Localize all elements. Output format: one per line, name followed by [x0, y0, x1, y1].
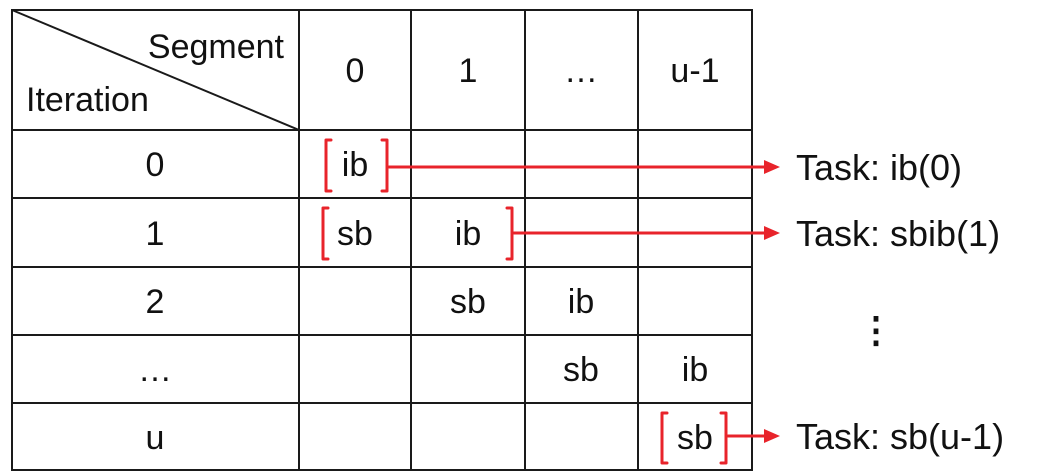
table-grid	[11, 9, 753, 471]
vertical-ellipsis: ⋮	[858, 309, 894, 350]
row-labels: 0 1 2 … u	[138, 146, 172, 457]
table-cell: ib	[455, 215, 481, 253]
arrow-head	[764, 160, 780, 174]
row-label: 0	[146, 146, 165, 184]
highlight-brackets	[321, 138, 728, 465]
column-header: u-1	[670, 52, 719, 90]
row-label: u	[146, 419, 165, 457]
left-bracket	[321, 206, 330, 261]
task-label: Task: ib(0)	[796, 147, 962, 188]
task-arrows	[387, 160, 780, 443]
table-cell: ib	[682, 351, 708, 389]
column-headers: 0 1 … u-1	[346, 52, 720, 90]
table-cell: sb	[677, 419, 713, 457]
left-bracket	[660, 411, 669, 465]
right-bracket	[380, 138, 389, 193]
table-cell: ib	[568, 283, 594, 321]
task-label: Task: sb(u-1)	[796, 416, 1004, 457]
table-cell: sb	[337, 215, 373, 253]
row-label: 1	[146, 215, 165, 253]
task-label: Task: sbib(1)	[796, 213, 1000, 254]
column-axis-label: Segment	[148, 28, 285, 66]
left-bracket	[324, 138, 333, 193]
row-label: 2	[146, 283, 165, 321]
row-label: …	[138, 351, 172, 389]
table-cell: sb	[450, 283, 486, 321]
arrow-head	[764, 429, 780, 443]
table-cell: sb	[563, 351, 599, 389]
task-labels: Task: ib(0) Task: sbib(1) Task: sb(u-1)	[796, 147, 1004, 457]
column-header: 1	[459, 52, 478, 90]
column-header: 0	[346, 52, 365, 90]
arrow-head	[764, 226, 780, 240]
column-header: …	[564, 52, 598, 90]
table-cells: ib sb ib sb ib sb ib sb	[337, 146, 713, 457]
row-axis-label: Iteration	[26, 81, 149, 119]
table-border	[11, 9, 753, 471]
right-bracket	[505, 206, 514, 261]
table-cell: ib	[342, 146, 368, 184]
right-bracket	[719, 411, 728, 465]
corner-diagonal	[11, 9, 300, 131]
